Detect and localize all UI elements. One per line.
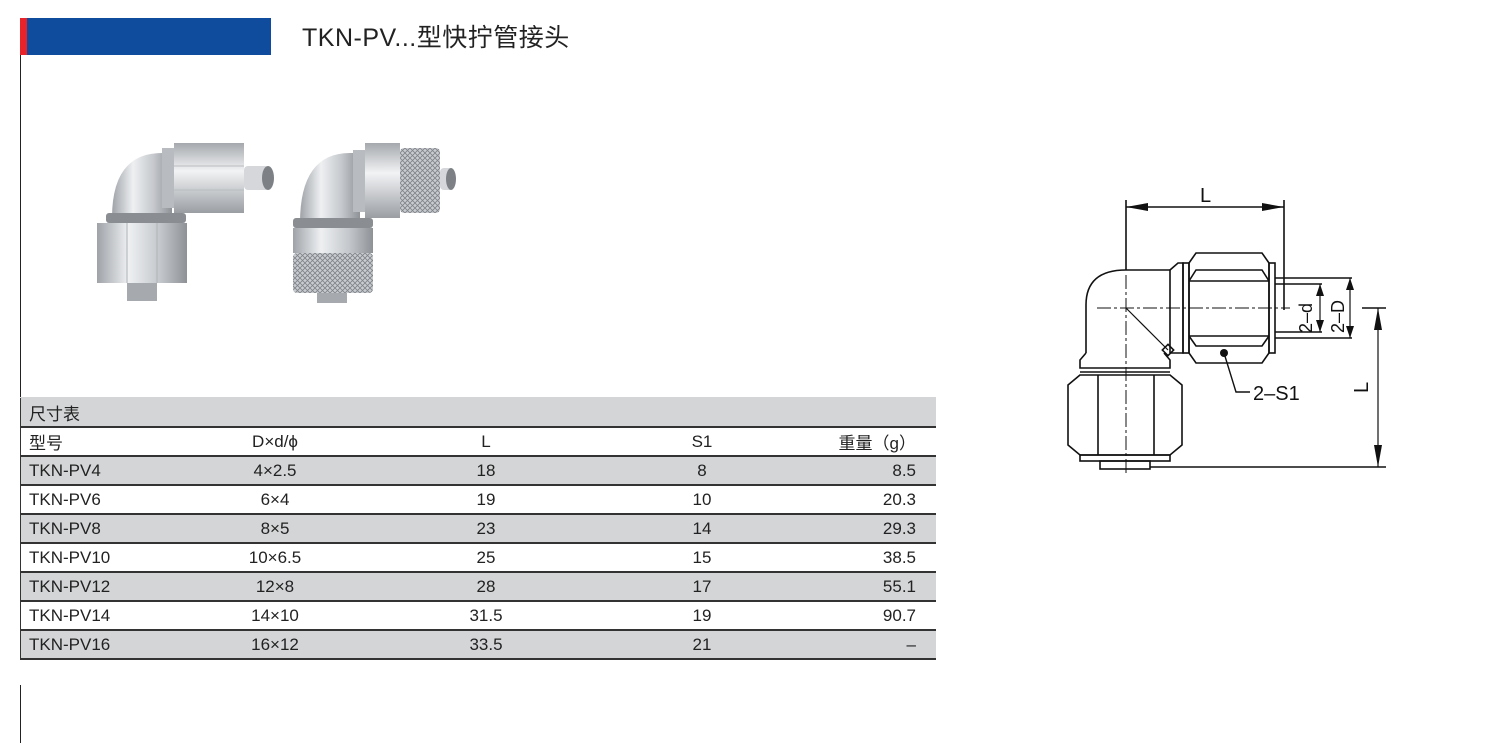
cell-model: TKN-PV10 [20, 543, 187, 573]
cell-model: TKN-PV8 [20, 514, 187, 544]
table-row: TKN-PV10 10×6.5 25 15 38.5 [20, 543, 936, 573]
cell-length: 19 [363, 485, 609, 515]
cell-diameter: 4×2.5 [187, 456, 363, 486]
table-caption: 尺寸表 [20, 398, 936, 428]
cell-s1: 17 [609, 572, 795, 602]
cell-s1: 21 [609, 630, 795, 660]
cell-model: TKN-PV14 [20, 601, 187, 631]
cell-diameter: 12×8 [187, 572, 363, 602]
cell-s1: 8 [609, 456, 795, 486]
cell-s1: 15 [609, 543, 795, 573]
cell-length: 28 [363, 572, 609, 602]
table-row: TKN-PV4 4×2.5 18 8 8.5 [20, 456, 936, 486]
table-top-rule [20, 397, 936, 398]
cell-model: TKN-PV12 [20, 572, 187, 602]
technical-drawing: L 2–d 2–D L 2–S1 [1067, 185, 1386, 475]
header-diameter: D×d/ϕ [187, 427, 363, 457]
cell-model: TKN-PV6 [20, 485, 187, 515]
section-banner [20, 18, 271, 55]
table-caption-row: 尺寸表 [20, 398, 936, 428]
cell-diameter: 16×12 [187, 630, 363, 660]
table-row: TKN-PV16 16×12 33.5 21 – [20, 630, 936, 660]
cell-s1: 19 [609, 601, 795, 631]
dim-d-label: 2–d [1296, 303, 1316, 333]
table-row: TKN-PV14 14×10 31.5 19 90.7 [20, 601, 936, 631]
knurled-nut-elbow-fitting-photo [293, 143, 456, 303]
header-model: 型号 [20, 427, 187, 457]
dim-right-label: L [1351, 382, 1373, 393]
dimension-table: 尺寸表 型号 D×d/ϕ L S1 重量（g） TKN-PV4 4×2.5 18… [20, 398, 936, 660]
table-row: TKN-PV8 8×5 23 14 29.3 [20, 514, 936, 544]
cell-diameter: 8×5 [187, 514, 363, 544]
table-header-row: 型号 D×d/ϕ L S1 重量（g） [20, 427, 936, 457]
cell-length: 33.5 [363, 630, 609, 660]
cell-s1: 14 [609, 514, 795, 544]
cell-model: TKN-PV4 [20, 456, 187, 486]
dim-D-label: 2–D [1328, 300, 1348, 333]
cell-weight: 20.3 [795, 485, 936, 515]
cell-diameter: 10×6.5 [187, 543, 363, 573]
cell-weight: 38.5 [795, 543, 936, 573]
banner-accent [20, 18, 27, 55]
cell-model: TKN-PV16 [20, 630, 187, 660]
hex-nut-elbow-fitting-photo [97, 143, 274, 301]
cell-diameter: 14×10 [187, 601, 363, 631]
cell-weight: 29.3 [795, 514, 936, 544]
header-length: L [363, 427, 609, 457]
cell-length: 23 [363, 514, 609, 544]
page-left-rule-lower [20, 685, 21, 743]
cell-length: 31.5 [363, 601, 609, 631]
cell-length: 25 [363, 543, 609, 573]
cell-weight: 55.1 [795, 572, 936, 602]
callout-s1-label: 2–S1 [1253, 383, 1300, 405]
header-s1: S1 [609, 427, 795, 457]
table-row: TKN-PV12 12×8 28 17 55.1 [20, 572, 936, 602]
cell-diameter: 6×4 [187, 485, 363, 515]
page-left-rule [20, 18, 21, 660]
cell-s1: 10 [609, 485, 795, 515]
table-row: TKN-PV6 6×4 19 10 20.3 [20, 485, 936, 515]
dim-top-label: L [1200, 185, 1211, 207]
header-weight: 重量（g） [795, 427, 936, 457]
cell-weight: – [795, 630, 936, 660]
page-title: TKN-PV...型快拧管接头 [302, 24, 570, 52]
cell-weight: 90.7 [795, 601, 936, 631]
cell-length: 18 [363, 456, 609, 486]
cell-weight: 8.5 [795, 456, 936, 486]
